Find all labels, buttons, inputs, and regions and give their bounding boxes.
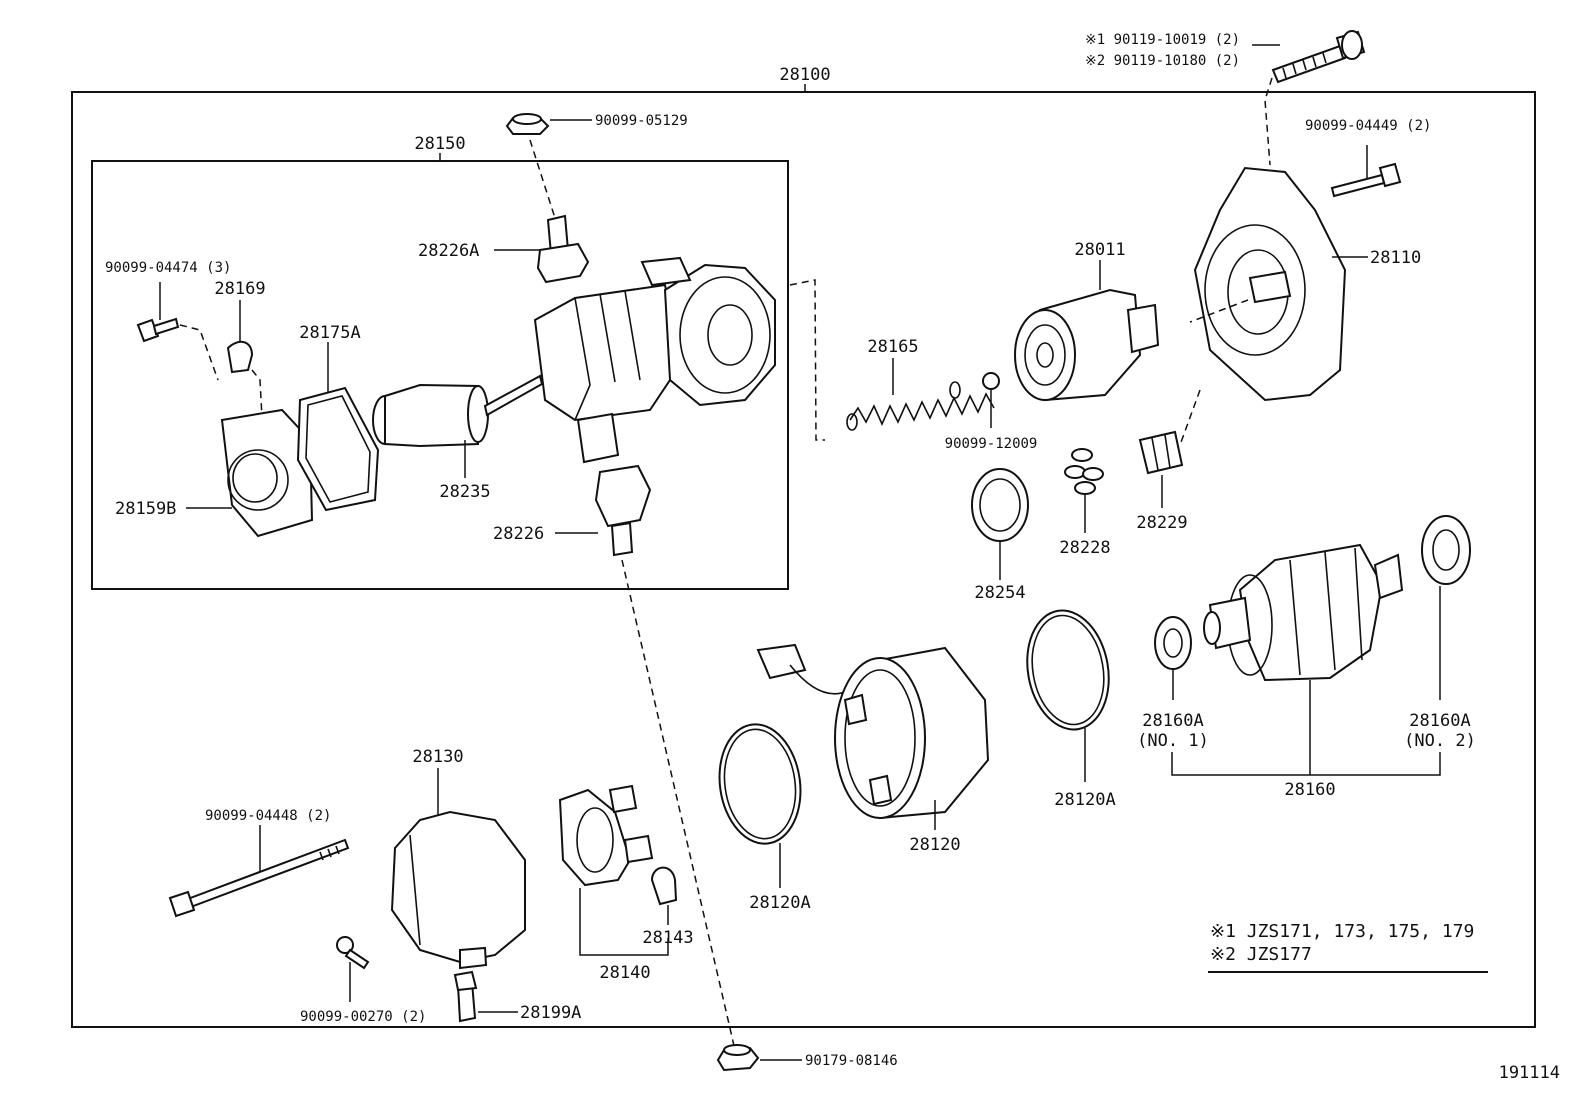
- bolt-right-part: [1330, 162, 1402, 198]
- figure-number: 191114: [1499, 1063, 1560, 1083]
- cover-part: [220, 408, 314, 538]
- terminal-a-part: [536, 214, 590, 284]
- label-28100: 28100: [779, 65, 830, 85]
- label-clamp: 28169: [214, 279, 265, 299]
- label-rollers: 28228: [1059, 538, 1110, 558]
- label-brush-holder: 28140: [599, 963, 650, 983]
- label-terminal-a: 28226A: [418, 241, 479, 261]
- insulator-part: [453, 970, 478, 1023]
- clutch-part: [1014, 288, 1160, 402]
- clamp-part: [226, 340, 254, 374]
- yoke-part: [756, 643, 990, 820]
- label-spring: 28165: [867, 337, 918, 357]
- label-plunger: 28235: [439, 482, 490, 502]
- label-brush-spring: 28143: [642, 928, 693, 948]
- label-screw-left: 90099-04474 (3): [105, 260, 231, 276]
- label-ball: 90099-12009: [945, 436, 1038, 452]
- label-oring-left: 28120A: [749, 893, 810, 913]
- nut-bottom-part: [716, 1044, 760, 1072]
- screw-bottom-part: [336, 936, 370, 970]
- oring-left-part: [718, 723, 802, 845]
- label-clutch: 28011: [1074, 240, 1125, 260]
- bearing-2-part: [1421, 515, 1471, 585]
- terminal-b-part: [594, 464, 652, 557]
- label-through-bolt: 90099-04448 (2): [205, 808, 331, 824]
- through-bolt-part: [168, 838, 350, 918]
- nut-top-part: [505, 113, 550, 135]
- solenoid-body-part: [533, 256, 776, 464]
- label-insulator: 28199A: [520, 1003, 581, 1023]
- brush-holder-part: [558, 784, 654, 887]
- label-yoke: 28120: [909, 835, 960, 855]
- label-bearing-2-no: (NO. 2): [1404, 731, 1476, 751]
- note-1: ※1 JZS171, 173, 175, 179: [1210, 921, 1474, 942]
- assembly-frame-28100: [71, 91, 1536, 1028]
- label-bearing-1: 28160A: [1142, 711, 1203, 731]
- label-cover: 28159B: [115, 499, 176, 519]
- screw-left-part: [136, 317, 180, 343]
- plunger-part: [372, 374, 544, 448]
- label-nut-top: 90099-05129: [595, 113, 688, 129]
- note-2: ※2 JZS177: [1210, 944, 1312, 965]
- label-nut-bottom: 90179-08146: [805, 1053, 898, 1069]
- label-bolt-right: 90099-04449 (2): [1305, 118, 1431, 134]
- label-idler-gear: 28254: [974, 583, 1025, 603]
- oring-right-part: [1026, 609, 1110, 731]
- label-end-frame: 28130: [412, 747, 463, 767]
- label-28150: 28150: [414, 134, 465, 154]
- spring-part: [846, 381, 995, 431]
- label-screw-bottom: 90099-00270 (2): [300, 1009, 426, 1025]
- housing-part: [1193, 166, 1347, 402]
- brush-spring-part: [650, 866, 678, 906]
- rollers-part: [1064, 448, 1104, 495]
- end-frame-part: [390, 810, 526, 970]
- armature-part: [1203, 543, 1404, 682]
- retainer-part: [1138, 430, 1184, 475]
- label-bolt-top-1: ※1 90119-10019 (2): [1085, 32, 1240, 48]
- label-bearing-1-no: (NO. 1): [1137, 731, 1209, 751]
- bearing-1-part: [1154, 616, 1192, 670]
- label-armature: 28160: [1284, 780, 1335, 800]
- idler-gear-part: [971, 468, 1029, 542]
- label-gasket: 28175A: [299, 323, 360, 343]
- label-oring-right: 28120A: [1054, 790, 1115, 810]
- label-retainer: 28229: [1136, 513, 1187, 533]
- label-bolt-top-2: ※2 90119-10180 (2): [1085, 53, 1240, 69]
- label-housing: 28110: [1370, 248, 1421, 268]
- label-terminal-b: 28226: [493, 524, 544, 544]
- bolt-top-part: [1271, 30, 1366, 84]
- label-bearing-2: 28160A: [1409, 711, 1470, 731]
- ball-part: [982, 372, 1000, 390]
